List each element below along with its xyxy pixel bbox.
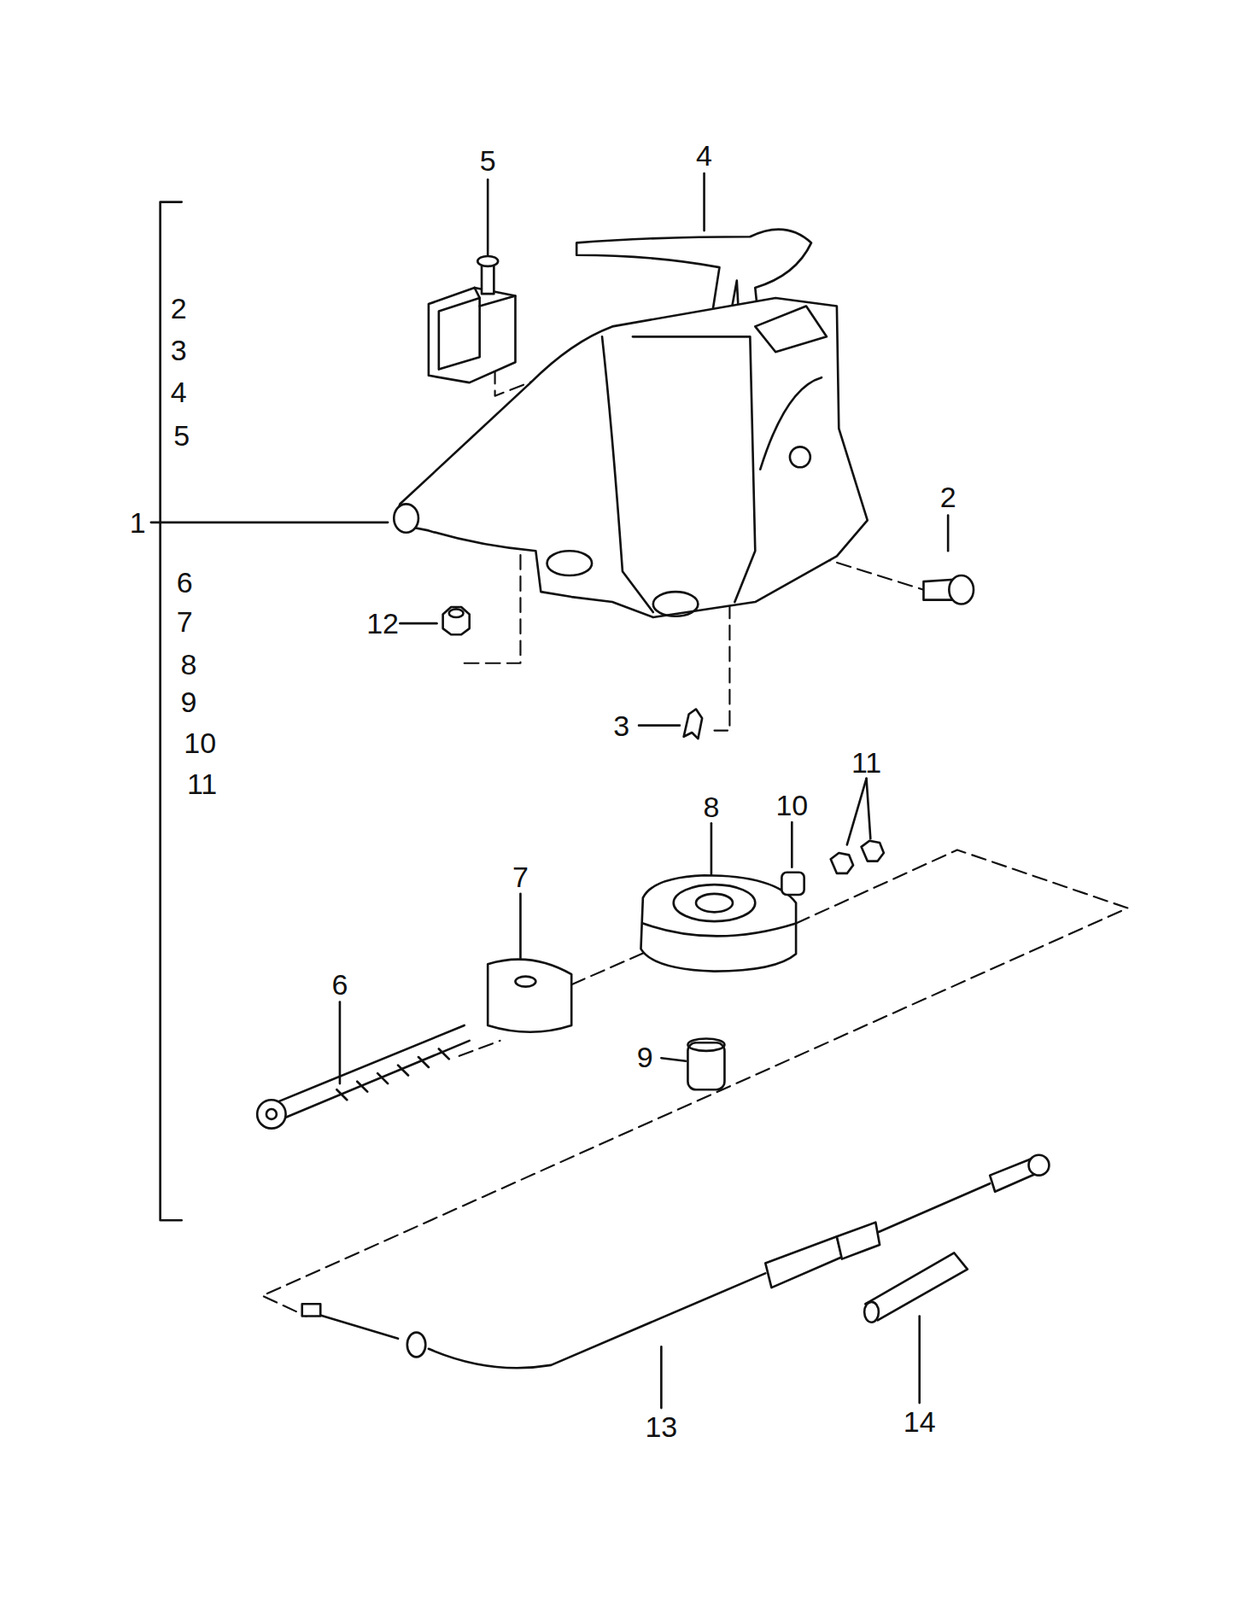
callout-number: 7: [510, 861, 531, 893]
callout-number: 4: [169, 376, 189, 408]
callout-number: 3: [169, 334, 189, 366]
callout-number: 5: [478, 145, 498, 176]
callout-number: 7: [175, 606, 195, 638]
callout-number: 6: [175, 567, 195, 598]
callout-number: 2: [938, 481, 959, 513]
callout-number: 13: [643, 1411, 679, 1443]
callout-number: 9: [179, 686, 199, 718]
callout-number: 4: [694, 140, 714, 171]
callout-number: 1: [128, 507, 148, 539]
callout-number: 6: [329, 969, 350, 1001]
callout-number: 8: [179, 649, 199, 680]
callout-number: 12: [364, 608, 401, 639]
callout-number: 10: [773, 789, 810, 821]
callout-number: 11: [849, 747, 884, 778]
callout-number: 8: [701, 791, 721, 823]
callout-number: 14: [901, 1406, 938, 1438]
callout-number: 11: [185, 768, 219, 800]
callout-number: 5: [171, 420, 192, 451]
callout-number: 3: [611, 710, 632, 742]
callout-number: 9: [635, 1041, 656, 1073]
callout-number: 10: [181, 727, 218, 759]
callout-number: 2: [169, 292, 189, 324]
